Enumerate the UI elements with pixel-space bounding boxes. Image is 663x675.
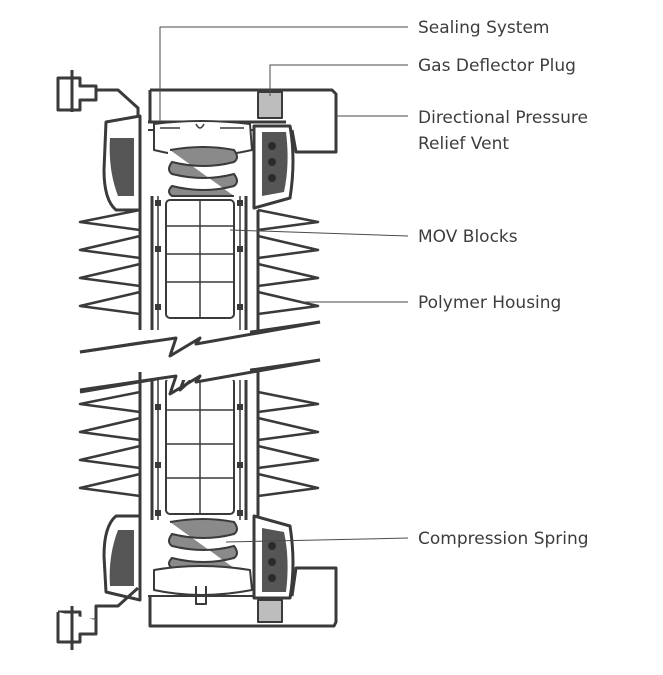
label-sealing-system: Sealing System xyxy=(418,18,549,38)
leader-sealing-system xyxy=(159,26,408,122)
label-directional-vent-line2: Relief Vent xyxy=(418,134,509,154)
label-polymer-housing: Polymer Housing xyxy=(418,293,561,313)
label-mov-blocks: MOV Blocks xyxy=(418,227,518,247)
label-directional-vent-line1: Directional Pressure xyxy=(418,108,588,128)
leader-mov-blocks xyxy=(229,229,409,237)
polymer-housing-sheds-left xyxy=(78,208,142,516)
label-compression-spring: Compression Spring xyxy=(418,529,589,549)
polymer-housing-sheds-right xyxy=(256,208,320,516)
callout-labels: Sealing System Gas Deflector Plug Direct… xyxy=(418,18,589,549)
leader-compression-spring xyxy=(225,537,409,543)
top-end-cap xyxy=(56,70,338,212)
bottom-compression-spring xyxy=(168,518,238,569)
label-gas-deflector-plug: Gas Deflector Plug xyxy=(418,56,576,76)
break-lines xyxy=(79,320,321,396)
mov-block-stack xyxy=(150,196,248,520)
bottom-end-cap xyxy=(56,514,338,650)
top-compression-spring xyxy=(168,146,238,197)
leader-gas-deflector-plug xyxy=(269,64,408,96)
leader-lines xyxy=(159,26,409,543)
